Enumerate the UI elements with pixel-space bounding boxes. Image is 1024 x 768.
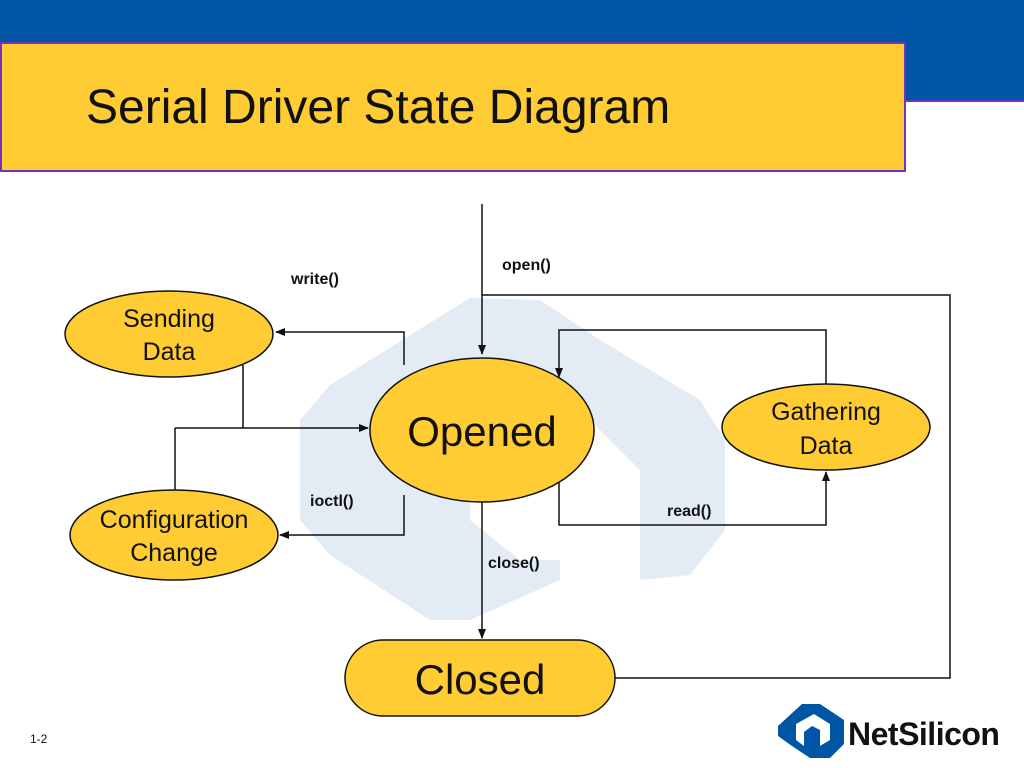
read-label: read() bbox=[667, 503, 711, 520]
gathering-label-line2: Data bbox=[800, 432, 853, 460]
close-label: close() bbox=[488, 555, 540, 572]
netsilicon-logo-icon bbox=[778, 704, 844, 758]
ioctl-arrow bbox=[279, 495, 405, 539]
reopen-loop bbox=[482, 294, 951, 679]
slide-number: 1-2 bbox=[30, 732, 48, 746]
title-box bbox=[0, 42, 906, 172]
config-label-line1: Configuration bbox=[100, 506, 249, 534]
gathering-label-line1: Gathering bbox=[771, 398, 881, 426]
state-sending-data bbox=[64, 290, 274, 378]
sending-label-line2: Data bbox=[143, 338, 196, 366]
closed-label: Closed bbox=[415, 656, 546, 703]
open-label: open() bbox=[502, 257, 551, 274]
state-opened bbox=[369, 357, 595, 503]
gathering-return-arrow bbox=[555, 329, 827, 386]
netsilicon-logo bbox=[778, 704, 844, 758]
ioctl-label: ioctl() bbox=[310, 493, 354, 510]
state-closed bbox=[344, 639, 616, 717]
brand-name: NetSilicon bbox=[848, 716, 1000, 752]
sending-label-line1: Sending bbox=[123, 305, 215, 333]
write-arrow bbox=[275, 328, 405, 365]
read-arrow bbox=[558, 471, 830, 526]
config-label-line2: Change bbox=[130, 539, 218, 567]
opened-label: Opened bbox=[407, 408, 556, 455]
page-title: Serial Driver State Diagram bbox=[86, 81, 671, 134]
write-label: write() bbox=[290, 271, 339, 288]
state-config-change bbox=[69, 489, 279, 581]
state-gathering-data bbox=[721, 383, 931, 471]
